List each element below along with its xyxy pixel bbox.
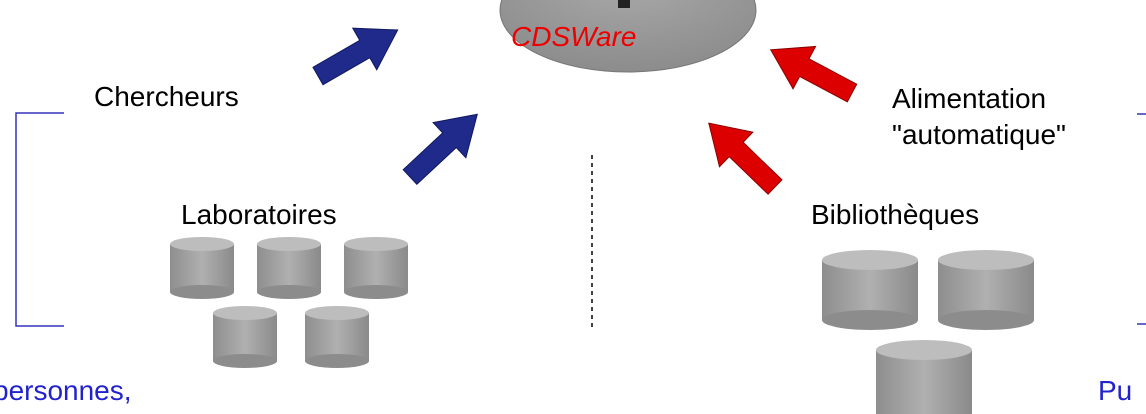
database-icon xyxy=(257,237,321,299)
database-icon xyxy=(822,250,918,330)
arrow-bibliotheques xyxy=(708,122,783,195)
arrow-alimentation xyxy=(769,45,858,103)
arrow-laboratoires xyxy=(402,113,478,186)
database-icon xyxy=(876,340,972,414)
laboratoires-label: Laboratoires xyxy=(181,199,337,230)
database-icon xyxy=(344,237,408,299)
cdsware-label: CDSWare xyxy=(511,21,637,52)
database-icon xyxy=(938,250,1034,330)
database-icon xyxy=(305,306,369,368)
automatique-label: "automatique" xyxy=(892,119,1066,150)
bottom-right-text: Pu xyxy=(1098,375,1133,406)
left-bracket xyxy=(15,112,64,327)
database-icon xyxy=(170,237,234,299)
cdsware-node xyxy=(499,0,757,73)
chercheurs-label: Chercheurs xyxy=(94,81,239,112)
arrow-chercheurs xyxy=(312,27,399,86)
bibliotheques-label: Bibliothèques xyxy=(811,199,980,230)
database-icon xyxy=(213,306,277,368)
bottom-left-text: personnes, xyxy=(0,375,132,406)
alimentation-label: Alimentation xyxy=(892,83,1047,114)
